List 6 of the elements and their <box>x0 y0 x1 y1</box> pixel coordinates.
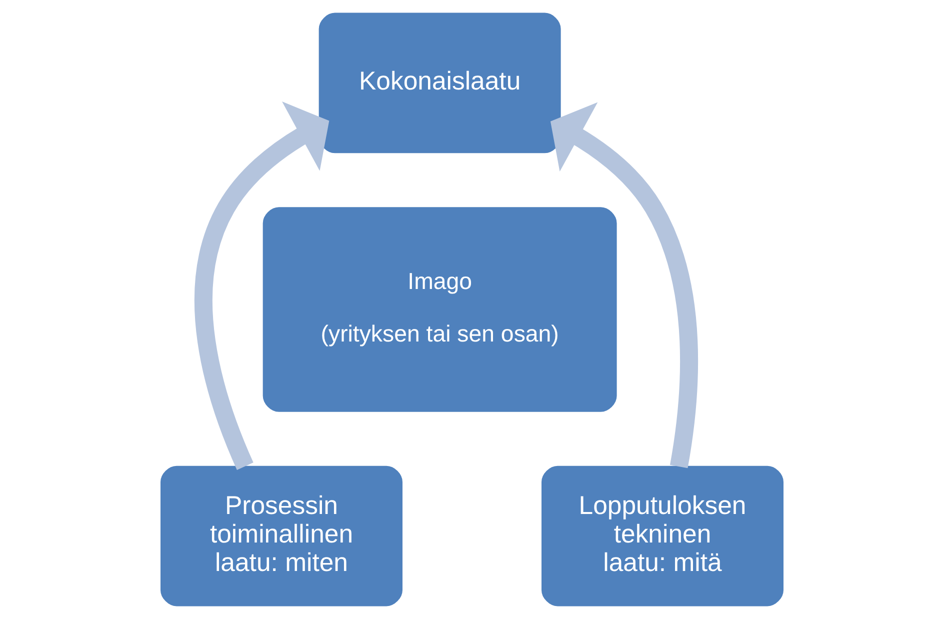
node-box: Lopputuloksen tekninen laatu: mitä <box>542 466 784 606</box>
node-box: Imago (yrityksen tai sen osan) <box>262 207 617 412</box>
arrow <box>550 102 698 468</box>
arrow <box>194 102 330 470</box>
node-box: Prosessin toiminallinen laatu: miten <box>160 466 402 606</box>
node-box: Kokonaislaatu <box>318 12 561 154</box>
